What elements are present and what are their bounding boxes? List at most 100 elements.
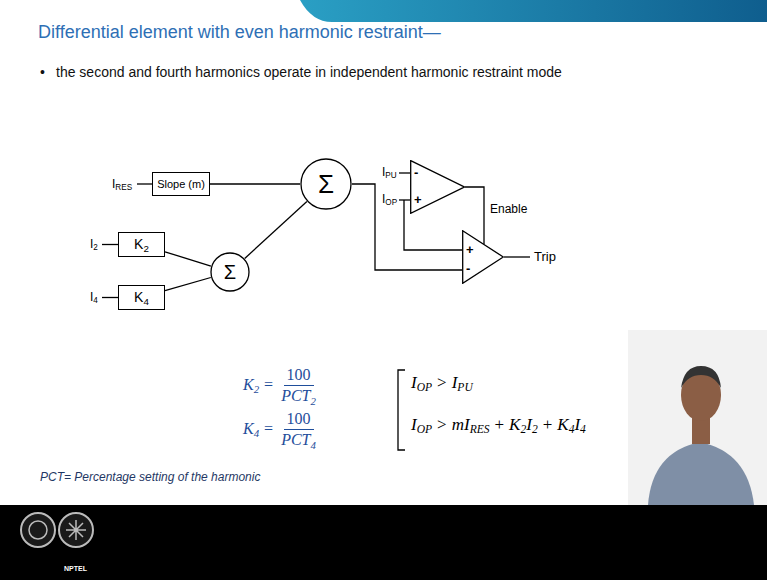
connector <box>165 252 211 266</box>
label-text: PCT <box>281 431 310 448</box>
subscript: 4 <box>93 296 98 305</box>
subscript: 4 <box>580 423 586 436</box>
subscript: 4 <box>569 423 575 436</box>
logo <box>21 513 93 547</box>
subscript: 2 <box>532 423 538 436</box>
operator: > <box>437 373 447 392</box>
node-label: K4 <box>134 289 149 307</box>
subscript: 2 <box>254 383 259 395</box>
header-band <box>300 0 767 22</box>
triangle-shape <box>463 231 504 284</box>
input-polarity: - <box>414 166 418 180</box>
logo-caption: NPTEL <box>64 565 87 573</box>
connector <box>165 278 211 291</box>
summing-junction: Σ <box>210 252 250 292</box>
label-text: I <box>382 192 385 206</box>
label-text: 100 <box>287 410 311 427</box>
footnote: PCT= Percentage setting of the harmonic <box>40 470 260 484</box>
subscript: OP <box>385 198 397 207</box>
node-text: Σ <box>224 261 236 283</box>
bracket <box>398 370 405 450</box>
subscript: OP <box>417 381 432 394</box>
label-text: I <box>90 290 93 304</box>
signal-name: IRES <box>112 177 132 193</box>
subscript: 4 <box>143 295 148 306</box>
label-text: I <box>112 177 115 191</box>
denominator: PCT2 <box>278 386 319 407</box>
input-polarity: + <box>466 243 474 257</box>
subscript: OP <box>417 423 432 436</box>
output-wire <box>504 256 530 257</box>
label-text: Trip <box>534 249 556 264</box>
subscript: PU <box>385 171 396 180</box>
node-label: Σ <box>318 171 334 197</box>
label-text: K <box>509 415 520 434</box>
label-text: NPTEL <box>64 565 87 572</box>
signal-name: I2 <box>90 237 98 253</box>
slide-title: Differential element with even harmonic … <box>38 22 441 44</box>
label-text: I <box>452 373 458 392</box>
triangle-shape <box>411 161 465 214</box>
label-text: • <box>40 64 45 80</box>
node-text: K <box>134 236 143 252</box>
fraction: 100PCT4 <box>278 410 319 451</box>
subscript: RES <box>470 423 490 436</box>
input-polarity: + <box>414 193 422 207</box>
label-text: I <box>382 165 385 179</box>
label-text: K <box>243 420 254 437</box>
slope-box: Slope (m) <box>152 172 210 196</box>
input-polarity: - <box>466 262 470 276</box>
signal-name: I4 <box>90 290 98 306</box>
numerator: 100 <box>284 366 314 386</box>
operator: + <box>543 415 553 434</box>
node-label: Σ <box>224 262 236 282</box>
label-text: the second and fourth harmonics operate … <box>56 64 562 80</box>
denominator: PCT4 <box>278 430 319 451</box>
input-wire <box>137 183 152 184</box>
signal-name: IOP <box>382 192 397 208</box>
connector <box>245 202 307 259</box>
label-text: K <box>557 415 568 434</box>
subscript: 4 <box>310 439 315 451</box>
footer-bar <box>0 505 767 580</box>
subscript: 2 <box>143 242 148 253</box>
node-text: K <box>134 289 143 305</box>
label-text: mI <box>452 415 470 434</box>
fraction: 100PCT2 <box>278 366 319 407</box>
subscript: PU <box>457 381 472 394</box>
node-label: Slope (m) <box>157 178 205 190</box>
subscript: RES <box>115 183 132 192</box>
signal-name: Trip <box>534 249 556 265</box>
connector <box>210 183 300 184</box>
subscript: 2 <box>310 395 315 407</box>
presenter-figure <box>628 330 767 505</box>
label-text: I <box>411 415 417 434</box>
formula: IOP>mIRES+K2I2+K4I4 <box>411 415 586 437</box>
circle-shape <box>301 159 351 209</box>
label-text: PCT= Percentage setting of the harmonic <box>40 470 260 484</box>
operator: > <box>437 415 447 434</box>
bullet-text: the second and fourth harmonics operate … <box>56 64 562 81</box>
gain-box: K2 <box>118 232 165 257</box>
label-text: I <box>574 415 580 434</box>
subscript: 2 <box>93 243 98 252</box>
subscript: 2 <box>520 423 526 436</box>
operator: = <box>264 420 273 437</box>
comparator: +- <box>462 230 504 284</box>
formula: K 4 = 100PCT4 <box>243 410 319 451</box>
operator: + <box>495 415 505 434</box>
gain-box: K4 <box>118 285 165 310</box>
signal-name: IPU <box>382 165 397 181</box>
signal-name: Enable <box>490 202 527 216</box>
label-text: 100 <box>287 366 311 383</box>
label-text: PCT <box>281 387 310 404</box>
numerator: 100 <box>284 410 314 430</box>
formula: K2=100PCT2 <box>243 366 319 407</box>
formula: IOP>IPU <box>411 373 473 395</box>
comparator: -+ <box>410 160 465 214</box>
bullet: • <box>40 64 45 81</box>
input-wire <box>102 244 118 245</box>
